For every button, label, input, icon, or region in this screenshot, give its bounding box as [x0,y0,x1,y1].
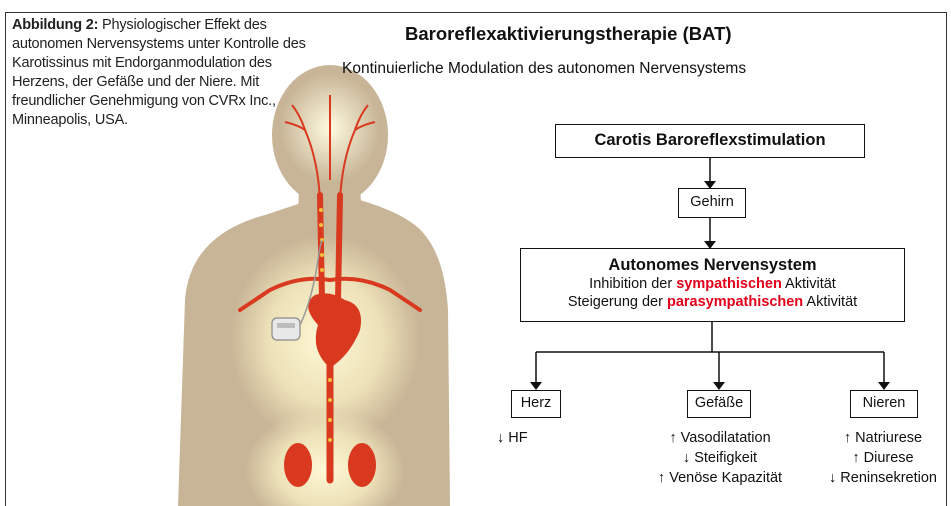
ans-line-2-post: Aktivität [806,294,857,310]
stimulation-box: Carotis Baroreflexstimulation [555,124,865,158]
heart-effects: ↓ HF [497,428,587,448]
kidneys-effect: ↑ Natriurese [808,428,951,448]
ans-line-1-pre: Inhibition der [589,276,672,292]
ans-line-2-pre: Steigerung der [568,294,663,310]
ans-line-2: Steigerung der parasympathischen Aktivit… [521,293,904,311]
kidneys-effect: ↓ Reninsekretion [808,468,951,488]
ans-box: Autonomes Nervensystem Inhibition der sy… [520,248,905,322]
ans-line-1-red: sympathischen [676,276,782,292]
ans-line-1-post: Aktivität [785,276,836,292]
heart-effect: ↓ HF [497,428,587,448]
kidneys-effects: ↑ Natriurese ↑ Diurese ↓ Reninsekretion [808,428,951,488]
vessels-effect: ↓ Steifigkeit [635,448,805,468]
brain-box: Gehirn [678,188,746,218]
ans-line-1: Inhibition der sympathischen Aktivität [521,275,904,293]
ans-line-2-red: parasympathischen [667,294,803,310]
diagram-subtitle: Kontinuierliche Modulation des autonomen… [342,60,746,78]
ans-heading: Autonomes Nervensystem [521,255,904,275]
vessels-box: Gefäße [687,390,751,418]
kidneys-effect: ↑ Diurese [808,448,951,468]
caption-text: Physiologischer Effekt des autonomen Ner… [12,17,306,128]
heart-box: Herz [511,390,561,418]
figure-caption: Abbildung 2: Physiologischer Effekt des … [12,16,312,130]
diagram-title: Baroreflexaktivierungstherapie (BAT) [405,23,732,45]
kidney-left-icon [284,443,312,487]
caption-label: Abbildung 2: [12,17,98,33]
vessels-effects: ↑ Vasodilatation ↓ Steifigkeit ↑ Venöse … [635,428,805,488]
vessels-effect: ↑ Vasodilatation [635,428,805,448]
kidneys-box: Nieren [850,390,918,418]
vessels-effect: ↑ Venöse Kapazität [635,468,805,488]
kidney-right-icon [348,443,376,487]
